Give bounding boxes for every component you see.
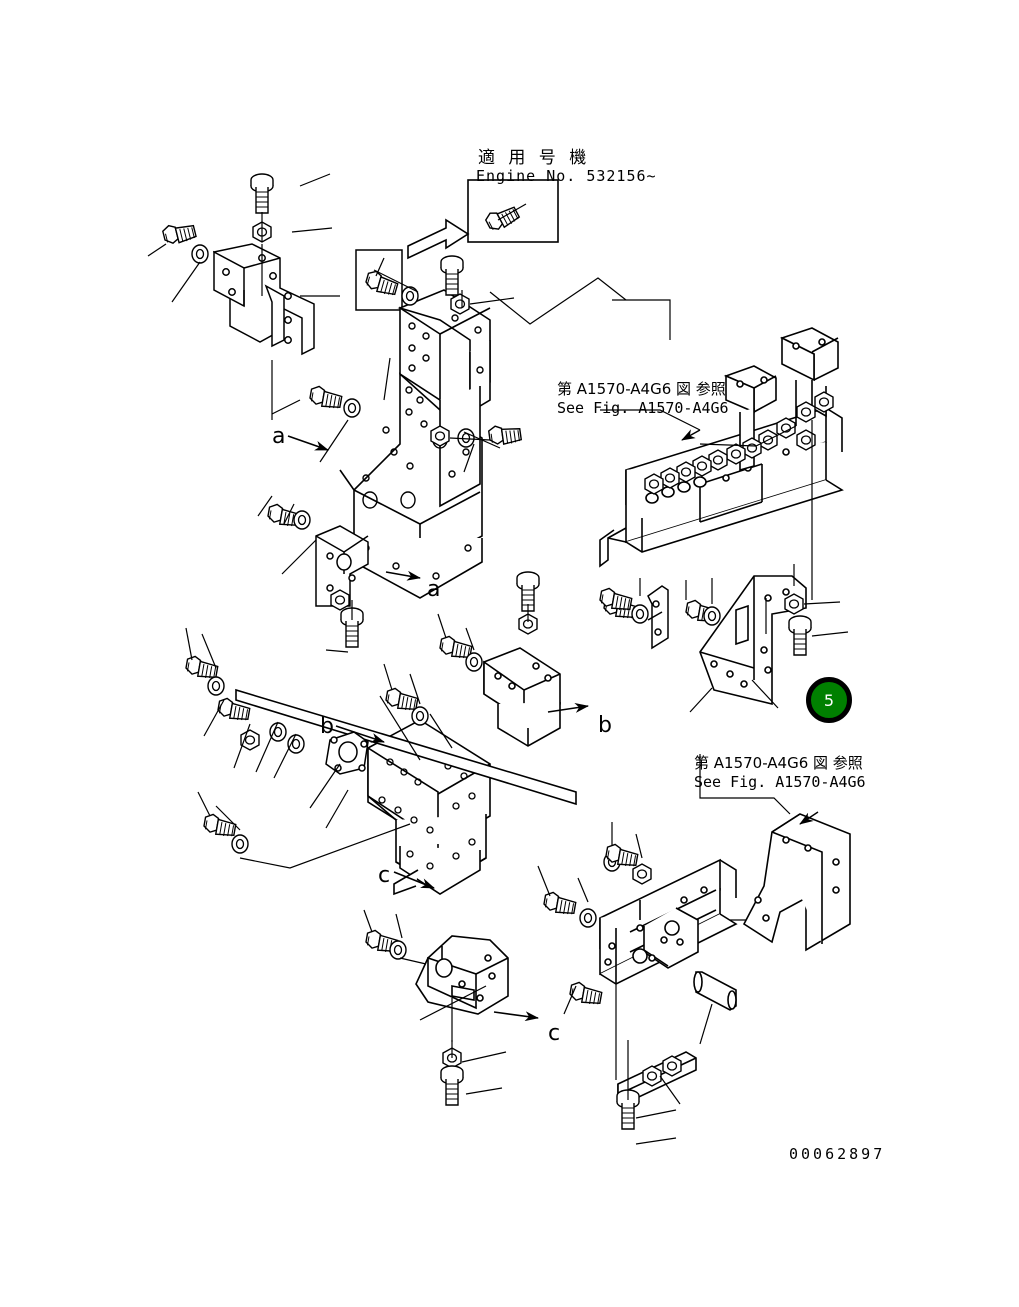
top-left-fastener-bolt-v [250,173,274,214]
status-badge-5[interactable]: 5 [806,677,852,723]
see-fig-note-1-japanese: 第 A1570-A4G6 図 参照 [557,380,726,398]
bottom-center-bracket [415,935,509,1015]
leaders-left-lower [257,495,353,653]
left-lower-small-bracket [315,525,369,607]
callout-arrows [287,435,589,1022]
diagonal-rod-b [235,688,577,806]
center-lower-small-bracket [483,647,561,747]
fastener-nut-top-center [450,293,470,315]
callout-label-b2: b [598,713,612,738]
callout-arrow-a1 [287,435,329,451]
right-shield-plate [742,813,851,952]
callout-arrow-b1 [335,725,385,743]
fastener-bolt-top-center [440,255,464,296]
see-fig-note-2-english: See Fig. A1570-A4G6 [694,773,866,791]
see-fig-note-2-japanese: 第 A1570-A4G6 図 参照 [694,754,863,772]
fastener-bolt-mid-right [487,422,523,448]
main-center-bracket-holes [362,314,484,580]
inset-small-leader [375,257,385,277]
engine-no-note-english: Engine No. 532156~ [476,167,657,185]
engine-no-inset-leader [497,203,527,221]
callout-arrow-a2 [385,570,421,581]
callout-label-c1: c [378,863,391,888]
right-gusset-small-strap [647,585,669,650]
leaders-right-gusset [639,564,849,713]
leader-lines-top-left [147,173,340,420]
fastener-bolt-mid-left [308,384,344,411]
callout-arrow-c1 [393,871,435,889]
top-left-bracket-assembly [212,243,315,356]
right-lower-channel-bracket [599,858,738,985]
leaders-rod-b [185,604,529,869]
see-fig-arrow-2 [799,811,819,825]
callout-arrow-c2 [493,1011,539,1022]
fastener-washer-top-center [401,286,419,306]
center-lower-bracket [367,719,491,896]
leaders-main-bracket [271,269,515,473]
engine-no-note-japanese: 適 用 号 機 [478,148,591,168]
leaders-right-rail [489,277,813,600]
callout-arrow-b2 [547,702,589,713]
callout-label-a2: a [427,577,441,602]
leaders-bottom-center [363,909,507,1095]
top-left-fastener-bolt-a [161,219,198,247]
fastener-washer-mid-left [343,398,361,418]
badge-number: 5 [823,690,835,710]
fastener-washer-left-lower [293,510,311,530]
fastener-nut-left-lower-v [330,589,350,611]
callout-label-b1: b [320,714,334,739]
top-left-fastener-washer-a [191,244,209,264]
see-fig-note-1-english: See Fig. A1570-A4G6 [557,399,729,417]
leaders-bottom-right [627,1040,681,1145]
callout-label-a1: a [272,424,286,449]
pin-roller [693,971,737,1011]
callout-label-c2: c [548,1021,561,1046]
right-gusset-plate [699,575,807,706]
fastener-nut-center-a [430,425,450,447]
see-fig-arrow-1 [681,429,701,441]
inset-pointer-arrow [407,218,470,260]
leaders-shield [699,754,791,815]
sheet-part-number: 00062897 [789,1145,886,1163]
